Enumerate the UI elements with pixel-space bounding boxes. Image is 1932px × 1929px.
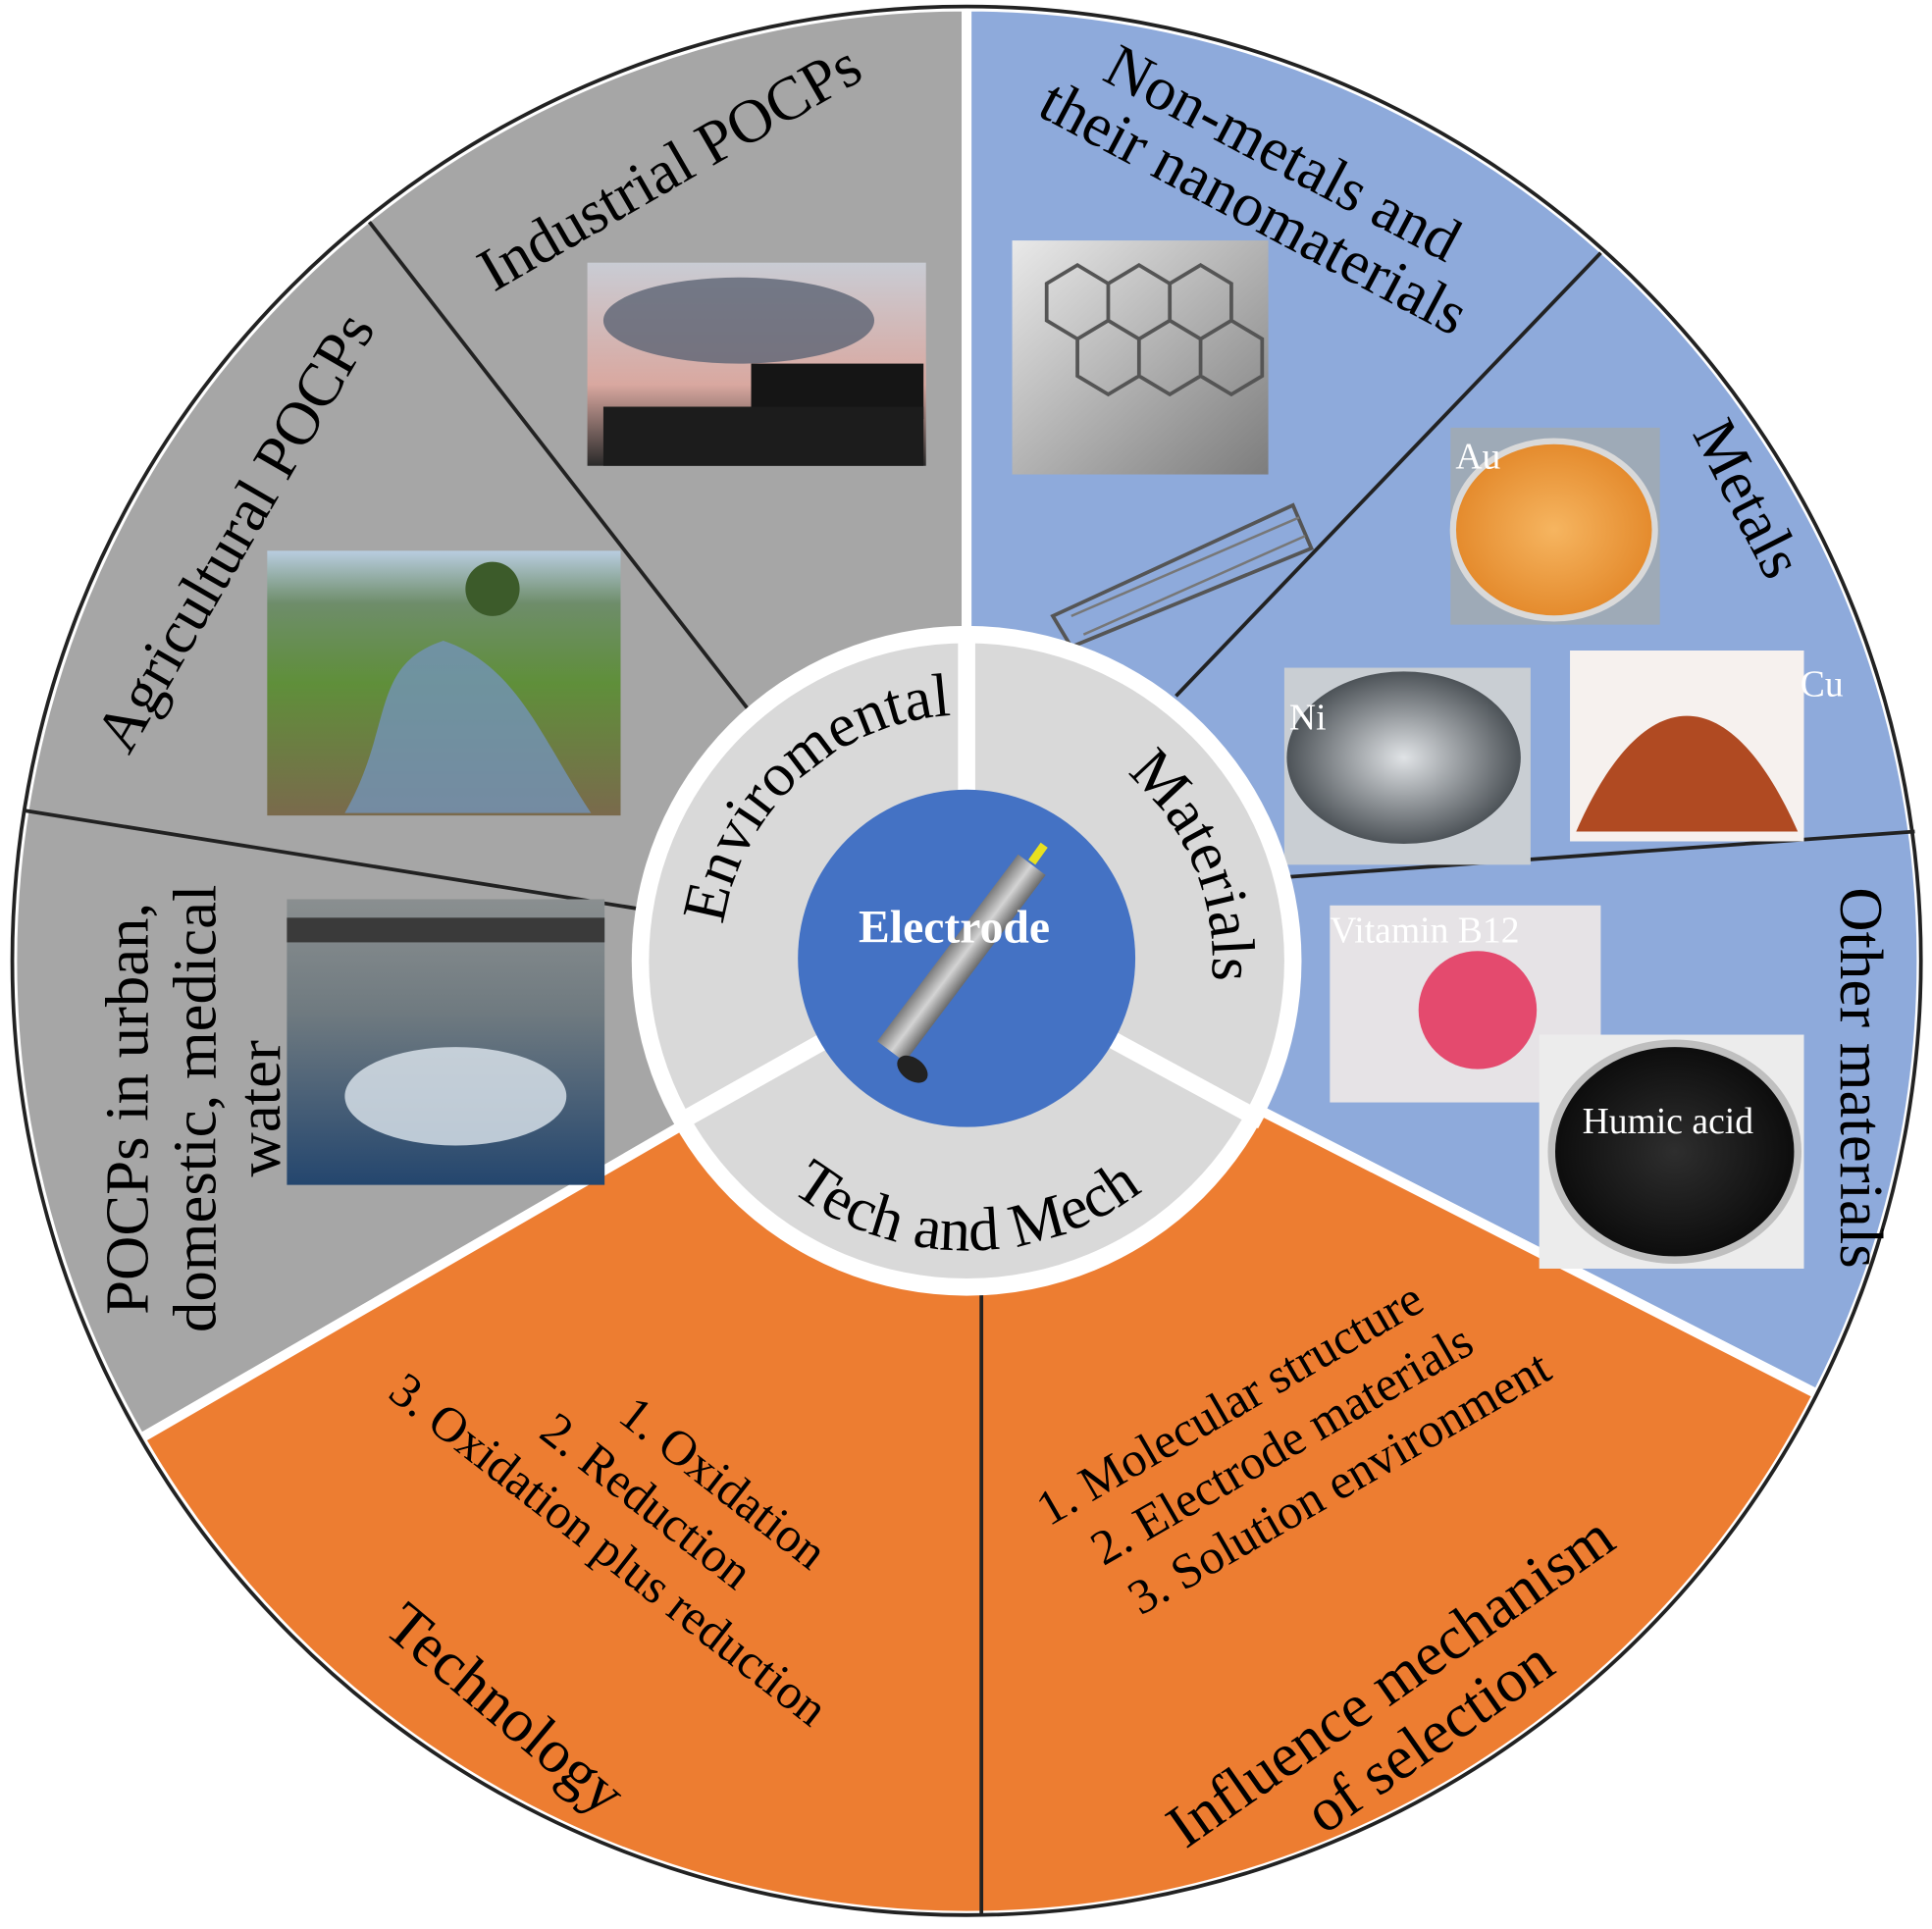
divider <box>24 808 641 912</box>
vitamin-b12-label: Vitamin B12 <box>1330 910 1519 951</box>
electrode-label: Electrode <box>859 902 1050 953</box>
copper-powder-image: Cu <box>1570 650 1844 842</box>
electrode-icon <box>877 842 1048 1083</box>
agricultural-photo <box>267 550 621 816</box>
humic-acid-label: Humic acid <box>1583 1101 1754 1142</box>
ni-label: Ni <box>1289 697 1327 738</box>
nickel-image: Ni <box>1283 667 1531 865</box>
divider <box>1286 829 1915 879</box>
other-materials-label: Other materials <box>1827 887 1896 1268</box>
au-label: Au <box>1455 436 1500 477</box>
urban-pocps-label: POCPs in urban, domestic, medical water <box>93 885 293 1332</box>
nanotube-image <box>1050 502 1314 650</box>
divider <box>367 221 750 710</box>
industrial-photo <box>587 262 926 466</box>
outer-border <box>10 4 1923 1917</box>
cu-label: Cu <box>1801 663 1844 704</box>
graphene-image <box>1012 240 1269 475</box>
vitamin-b12-image: Vitamin B12 <box>1330 905 1601 1103</box>
urban-label-line: water <box>225 1040 293 1176</box>
gold-dish-image: Au <box>1449 427 1660 625</box>
urban-label-line: POCPs in urban, <box>93 903 162 1315</box>
urban-label-line: domestic, medical <box>161 885 230 1332</box>
divider <box>1175 251 1602 698</box>
wastewater-plant-photo <box>287 899 605 1185</box>
humic-acid-image: Humic acid <box>1539 1034 1804 1269</box>
